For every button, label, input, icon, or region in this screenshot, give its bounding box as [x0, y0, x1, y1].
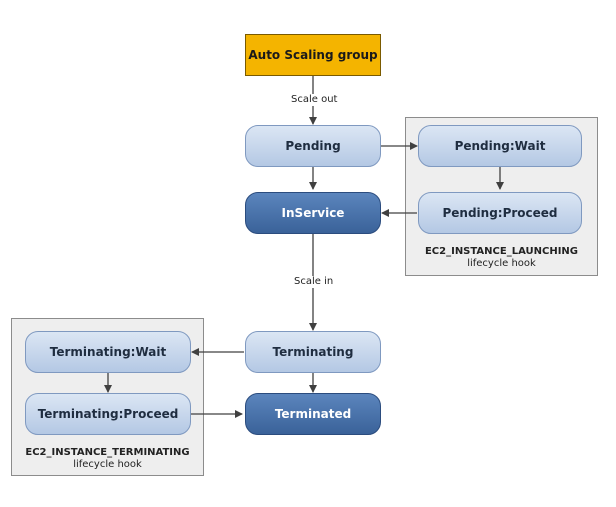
launching-hook-caption: EC2_INSTANCE_LAUNCHING lifecycle hook: [406, 246, 597, 270]
node-terminating: Terminating: [245, 331, 381, 373]
terminating-hook-label: lifecycle hook: [73, 459, 142, 470]
terminating-hook-caption: EC2_INSTANCE_TERMINATING lifecycle hook: [12, 447, 203, 471]
node-auto-scaling-group: Auto Scaling group: [245, 34, 381, 76]
node-pending-proceed: Pending:Proceed: [418, 192, 582, 234]
node-pending-wait: Pending:Wait: [418, 125, 582, 167]
scale-out-label: Scale out: [289, 94, 340, 106]
node-terminating-wait: Terminating:Wait: [25, 331, 191, 373]
node-pending: Pending: [245, 125, 381, 167]
terminating-hook-code: EC2_INSTANCE_TERMINATING: [25, 447, 190, 458]
scale-in-label: Scale in: [292, 276, 336, 288]
launching-hook-label: lifecycle hook: [467, 258, 536, 269]
node-terminating-proceed: Terminating:Proceed: [25, 393, 191, 435]
node-inservice: InService: [245, 192, 381, 234]
node-terminated: Terminated: [245, 393, 381, 435]
launching-hook-code: EC2_INSTANCE_LAUNCHING: [424, 246, 579, 257]
